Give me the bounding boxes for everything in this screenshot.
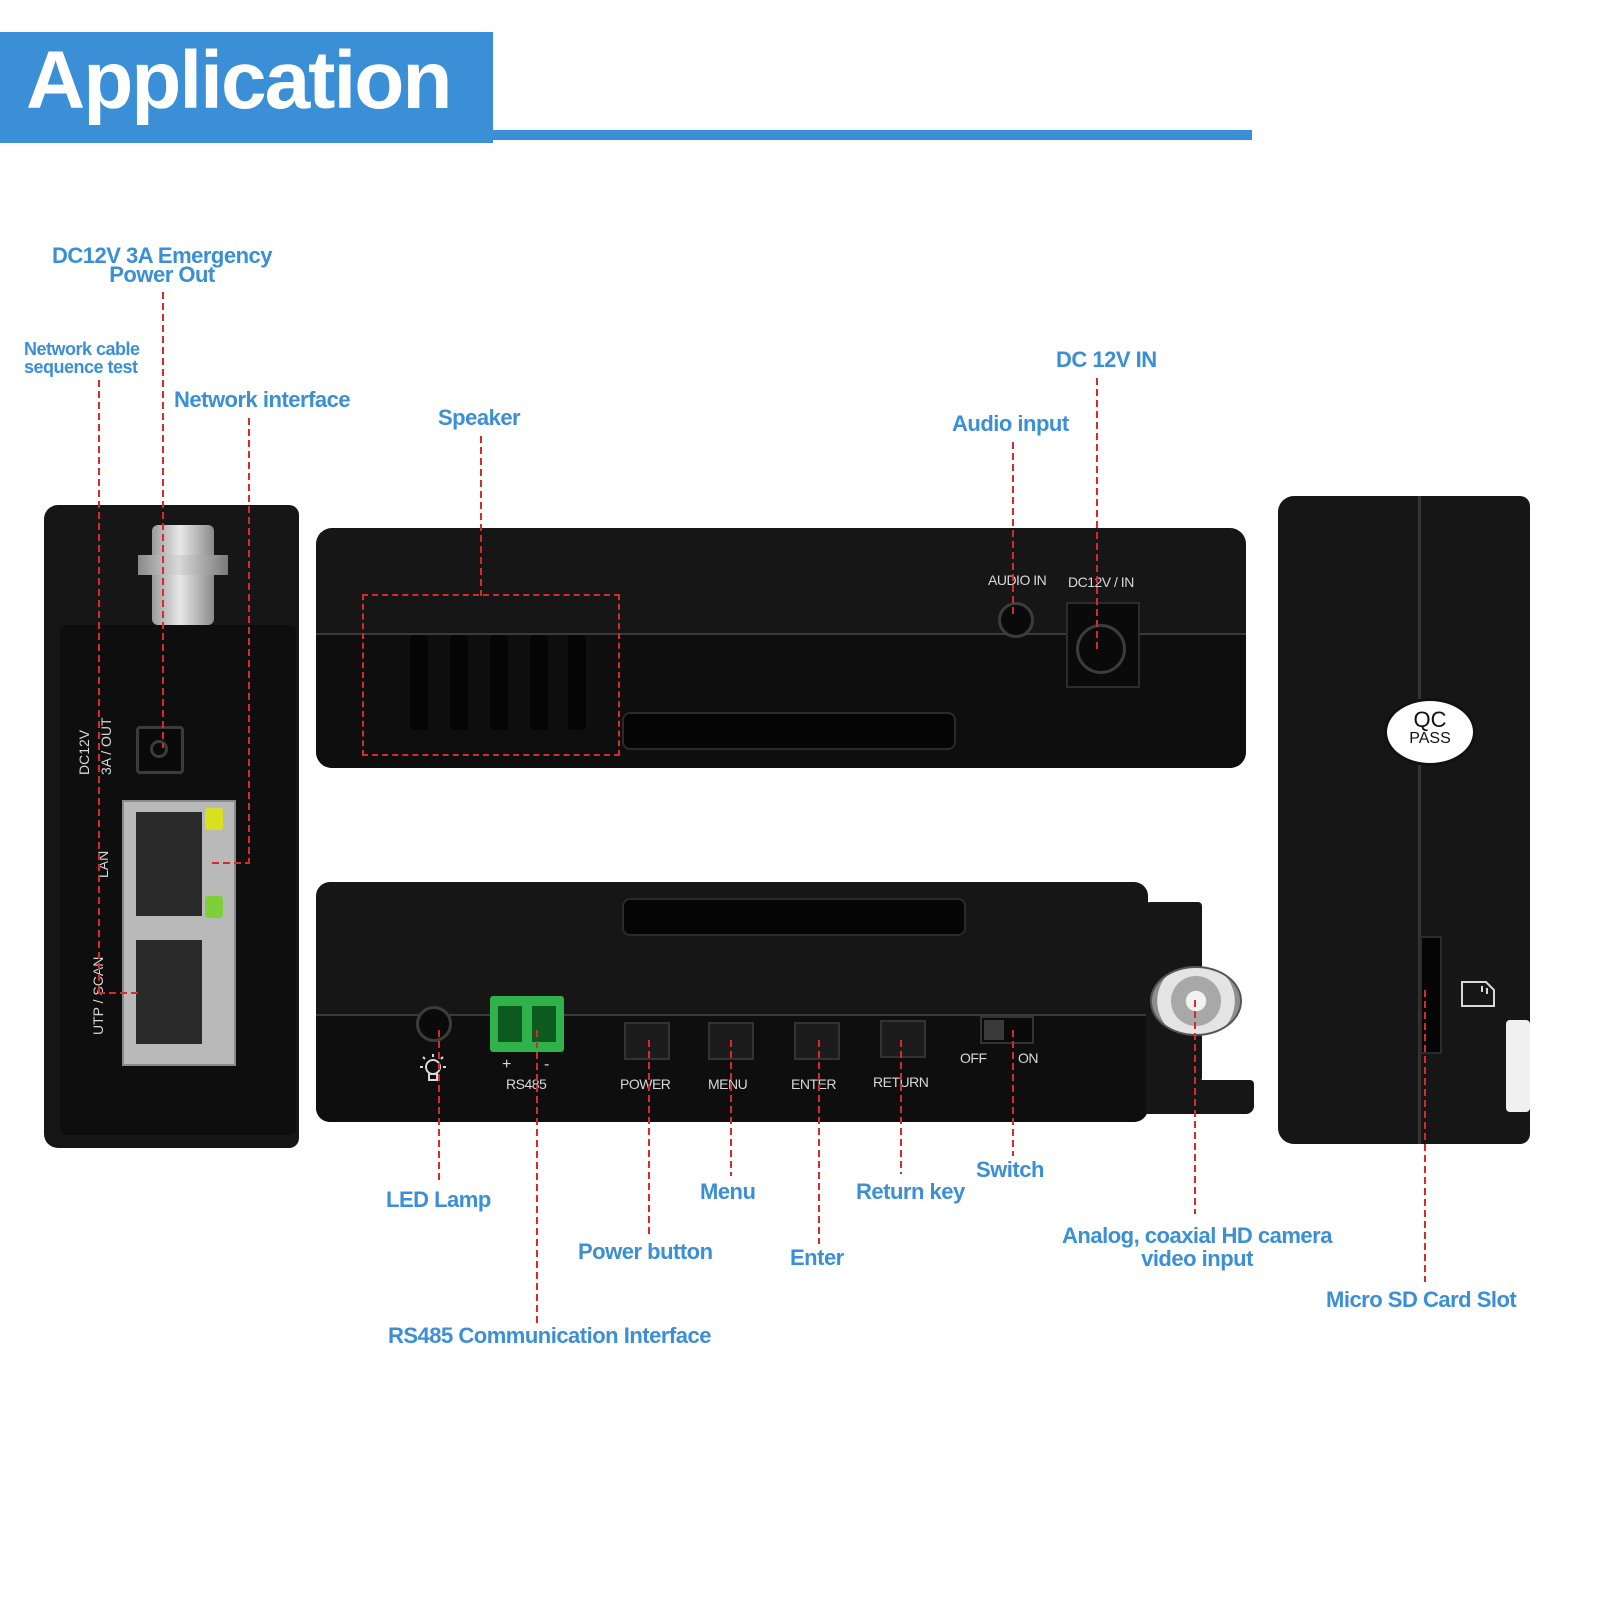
leader-cable-test xyxy=(98,380,100,992)
leader-enter xyxy=(818,1040,820,1244)
speaker-vent-4 xyxy=(530,635,548,730)
leader-return xyxy=(900,1040,902,1174)
utp-scan-port xyxy=(136,940,202,1044)
top-device-seam xyxy=(316,633,1246,635)
menu-button-label: MENU xyxy=(708,1076,748,1092)
dc-out-hole xyxy=(150,740,168,758)
callout-dc12v-out-line1: DC12V 3A Emergency xyxy=(51,243,273,268)
bottom-grip-slot xyxy=(622,898,966,936)
speaker-vent-5 xyxy=(568,635,586,730)
right-device-cap xyxy=(1506,1020,1530,1112)
leader-micro-sd xyxy=(1424,990,1426,1282)
leader-power xyxy=(648,1040,650,1236)
callout-audio-input: Audio input xyxy=(952,411,1069,436)
callout-switch: Switch xyxy=(976,1157,1044,1182)
leader-menu xyxy=(730,1040,732,1176)
leader-switch xyxy=(1012,1030,1014,1156)
callout-enter: Enter xyxy=(790,1245,844,1270)
pass-label: PASS xyxy=(1409,730,1451,747)
rs485-plus-label: + xyxy=(502,1056,511,1073)
leader-cable-test-h xyxy=(98,992,138,994)
enter-button[interactable] xyxy=(794,1022,840,1060)
top-grip-slot xyxy=(622,712,956,750)
bottom-device-foot xyxy=(1146,1080,1254,1114)
power-switch-knob xyxy=(984,1020,1004,1040)
enter-button-label: ENTER xyxy=(791,1076,836,1092)
callout-dc12v-out-line2: Power Out xyxy=(109,262,215,287)
leader-network-interface xyxy=(248,418,250,864)
qc-label: QC xyxy=(1413,707,1447,732)
speaker-vent-1 xyxy=(410,635,428,730)
micro-sd-icon xyxy=(1458,978,1498,1010)
callout-cable-test: Network cable sequence test xyxy=(24,340,140,376)
callout-power-button: Power button xyxy=(578,1239,713,1264)
qc-pass-sticker: QC PASS xyxy=(1384,698,1476,766)
bottom-device-seam xyxy=(316,1014,1148,1016)
bnc-video-input xyxy=(1150,966,1242,1036)
leader-led-lamp xyxy=(438,1030,440,1180)
return-button[interactable] xyxy=(880,1020,926,1058)
leader-rs485 xyxy=(536,1030,538,1326)
rs485-terminal-slot-1 xyxy=(498,1006,522,1042)
leader-audio-input xyxy=(1012,442,1014,618)
header-underline xyxy=(493,130,1252,140)
lan-port xyxy=(136,812,202,916)
page-title: Application xyxy=(26,35,452,126)
lan-led-green xyxy=(205,896,223,918)
lan-led-yellow xyxy=(205,808,223,830)
right-device-edge xyxy=(1418,496,1421,1144)
callout-dc12v-in: DC 12V IN xyxy=(1056,347,1157,372)
callout-cable-test-line1: Network cable xyxy=(24,339,140,359)
callout-dc12v-out: DC12V 3A Emergency Power Out xyxy=(40,243,284,287)
leader-dc12v-in xyxy=(1096,378,1098,650)
power-button[interactable] xyxy=(624,1022,670,1060)
callout-micro-sd: Micro SD Card Slot xyxy=(1326,1287,1517,1312)
callout-analog-input-line2: video input xyxy=(1141,1246,1253,1271)
callout-return-key: Return key xyxy=(856,1179,965,1204)
dc-in-jack xyxy=(1076,624,1126,674)
leader-dc12v-out xyxy=(162,292,164,748)
rs485-minus-label: - xyxy=(544,1056,549,1073)
callout-led-lamp: LED Lamp xyxy=(386,1187,491,1212)
audio-in-jack xyxy=(998,602,1034,638)
callout-speaker: Speaker xyxy=(438,405,521,430)
switch-on-label: ON xyxy=(1018,1050,1039,1066)
leader-speaker xyxy=(480,436,482,596)
dc12v-side-label: DC12V xyxy=(76,729,92,775)
callout-rs485: RS485 Communication Interface xyxy=(388,1323,711,1348)
switch-off-label: OFF xyxy=(960,1050,987,1066)
speaker-vent-3 xyxy=(490,635,508,730)
left-bnc-collar xyxy=(138,555,228,575)
right-device-body xyxy=(1278,496,1530,1144)
header-banner xyxy=(0,32,493,143)
rs485-device-label: RS485 xyxy=(506,1076,547,1092)
audio-in-device-label: AUDIO IN xyxy=(988,572,1047,588)
led-lamp-icon xyxy=(416,1052,450,1086)
callout-analog-input: Analog, coaxial HD camera video input xyxy=(1052,1224,1342,1270)
led-lamp xyxy=(416,1006,452,1042)
leader-network-interface-h xyxy=(212,862,250,864)
dc12v-in-device-label: DC12V / IN xyxy=(1068,574,1134,590)
speaker-highlight-box xyxy=(362,594,620,756)
callout-menu: Menu xyxy=(700,1179,756,1204)
leader-bnc xyxy=(1194,1000,1196,1214)
callout-network-interface: Network interface xyxy=(174,387,351,412)
speaker-vent-2 xyxy=(450,635,468,730)
callout-cable-test-line2: sequence test xyxy=(24,357,138,377)
power-button-label: POWER xyxy=(620,1076,671,1092)
callout-analog-input-line1: Analog, coaxial HD camera xyxy=(1062,1223,1332,1248)
out-side-label: 3A / OUT xyxy=(98,717,114,775)
